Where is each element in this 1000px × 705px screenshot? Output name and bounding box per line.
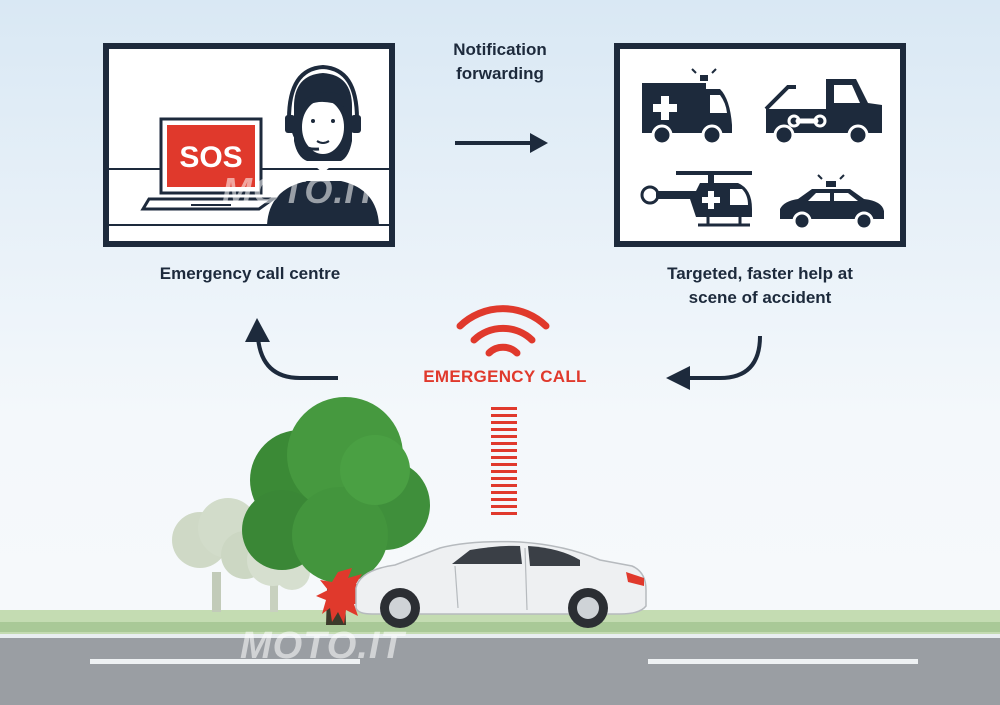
crashed-car-icon <box>355 540 647 628</box>
watermark-upper: MOTO.IT <box>222 170 379 211</box>
wireless-signal-icon <box>456 305 550 357</box>
sos-text: SOS <box>179 141 242 174</box>
laptop-icon <box>140 117 278 211</box>
signal-beam <box>491 407 517 515</box>
arrow-curve-down-left-icon <box>666 335 762 390</box>
arrow-curve-up-left-icon <box>245 318 338 380</box>
headset-operator-icon <box>267 64 379 225</box>
impact-burst-icon <box>316 568 370 624</box>
notification-label-line1: Notification <box>453 40 547 59</box>
watermark-lower: MOTO.IT <box>240 625 405 667</box>
rescue-vehicles-illustration <box>640 68 884 231</box>
road-kerb <box>0 634 1000 638</box>
call-centre-illustration: SOS <box>109 64 389 226</box>
ambulance-icon <box>642 68 732 146</box>
targeted-label-line1: Targeted, faster help at <box>667 264 853 283</box>
road-marking-left <box>90 659 360 664</box>
road <box>0 638 1000 705</box>
targeted-help-label: Targeted, faster help at scene of accide… <box>605 262 915 310</box>
targeted-label-line2: scene of accident <box>688 288 832 307</box>
grass-edge <box>0 622 1000 632</box>
emergency-call-label: EMERGENCY CALL <box>423 367 587 386</box>
notification-label-line2: forwarding <box>456 64 544 83</box>
rescue-services-panel <box>614 43 906 247</box>
tow-truck-icon <box>764 79 882 146</box>
road-marking-right <box>648 659 918 664</box>
rescue-helicopter-icon <box>640 171 752 227</box>
police-car-icon <box>780 174 884 231</box>
emergency-call-centre-label: Emergency call centre <box>159 264 341 283</box>
notification-forwarding-label: Notification forwarding <box>420 38 580 86</box>
arrow-right-icon <box>455 133 548 153</box>
emergency-call-centre-panel: SOS <box>103 43 395 247</box>
